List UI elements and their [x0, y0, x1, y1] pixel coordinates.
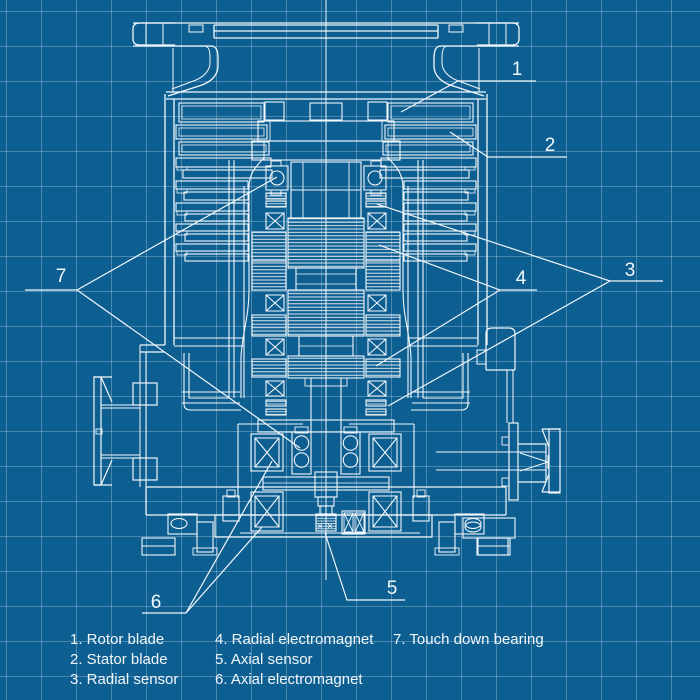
legend-column-1: 1. Rotor blade 2. Stator blade 3. Radial…: [70, 630, 178, 690]
callout-3-leader: [376, 203, 663, 407]
legend-item: 6. Axial electromagnet: [215, 671, 363, 688]
legend-item: 7. Touch down bearing: [393, 631, 544, 648]
pump-right-half-mirrored: [325, 22, 520, 556]
callout-4: 4: [375, 244, 537, 367]
legend-column-3: 7. Touch down bearing: [393, 630, 544, 650]
pump-left-half: [132, 22, 327, 556]
callout-3: 3: [376, 203, 663, 407]
callout-3-number: 3: [625, 260, 636, 281]
legend-item: 5. Axial sensor: [215, 651, 313, 668]
callout-5-leader: [324, 532, 405, 601]
callout-7: 7: [25, 176, 301, 449]
thrust-disk: [262, 471, 390, 515]
legend-item: 3. Radial sensor: [70, 671, 179, 688]
callout-4-number: 4: [516, 268, 527, 289]
callout-1: 1: [400, 59, 536, 113]
callout-5: 5: [324, 532, 405, 601]
axial-electromagnet-small: [341, 510, 366, 535]
callout-1-number: 1: [512, 59, 523, 80]
legend-column-2: 4. Radial electromagnet 5. Axial sensor …: [215, 630, 373, 690]
callout-4-leader: [375, 244, 537, 367]
callouts: 1 2 3 4 5 6 7: [25, 59, 663, 614]
pump-base: [139, 462, 507, 538]
callout-1-leader: [400, 80, 536, 113]
legend-item: 1. Rotor blade: [70, 631, 165, 648]
callout-7-leader: [25, 176, 301, 449]
callout-7-number: 7: [56, 266, 67, 287]
callout-2-number: 2: [545, 135, 556, 156]
lower-bearing-unit: [237, 419, 415, 535]
right-port-flange: [436, 327, 561, 556]
callout-2-leader: [449, 131, 567, 158]
callout-6-leader: [142, 460, 273, 614]
right-base-foot: [462, 517, 516, 556]
axial-sensor: [315, 513, 337, 532]
rotor-lamination-stack: [287, 217, 365, 379]
callout-6: 6: [142, 460, 273, 614]
rotor-shaft-assembly: [251, 102, 401, 432]
callout-5-number: 5: [387, 578, 398, 599]
left-port-flange: [93, 344, 165, 486]
callout-2: 2: [449, 131, 567, 158]
legend-item: 4. Radial electromagnet: [215, 631, 374, 648]
callout-6-number: 6: [151, 592, 162, 613]
legend-item: 2. Stator blade: [70, 651, 168, 668]
